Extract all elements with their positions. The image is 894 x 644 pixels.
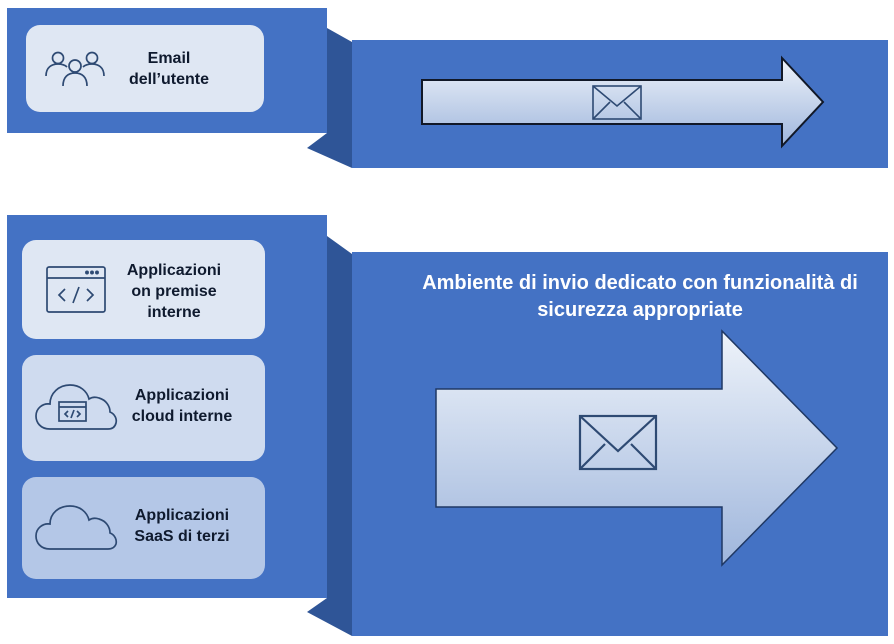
code-window-icon: [46, 266, 106, 313]
onprem-apps-card: Applicazioni on premise interne: [22, 240, 265, 339]
cloud-apps-label: Applicazioni cloud interne: [131, 387, 233, 425]
user-email-label: Email dell’utente: [128, 50, 209, 88]
onprem-apps-label: Applicazioni on premise interne: [126, 262, 222, 321]
users-icon: [45, 51, 105, 87]
envelope-icon: [592, 85, 642, 120]
saas-apps-label: Applicazioni SaaS di terzi: [134, 507, 230, 545]
cloud-icon: [35, 505, 118, 550]
user-email-card: Email dell’utente: [26, 25, 264, 112]
dedicated-environment-title: Ambiente di invio dedicato con funzional…: [422, 272, 858, 321]
bottom-connector-shadow: [307, 236, 352, 636]
cloud-code-icon: [35, 384, 118, 430]
top-connector-shadow: [307, 28, 352, 168]
envelope-icon: [578, 414, 658, 471]
saas-apps-card: Applicazioni SaaS di terzi: [22, 477, 265, 579]
cloud-apps-card: Applicazioni cloud interne: [22, 355, 265, 461]
